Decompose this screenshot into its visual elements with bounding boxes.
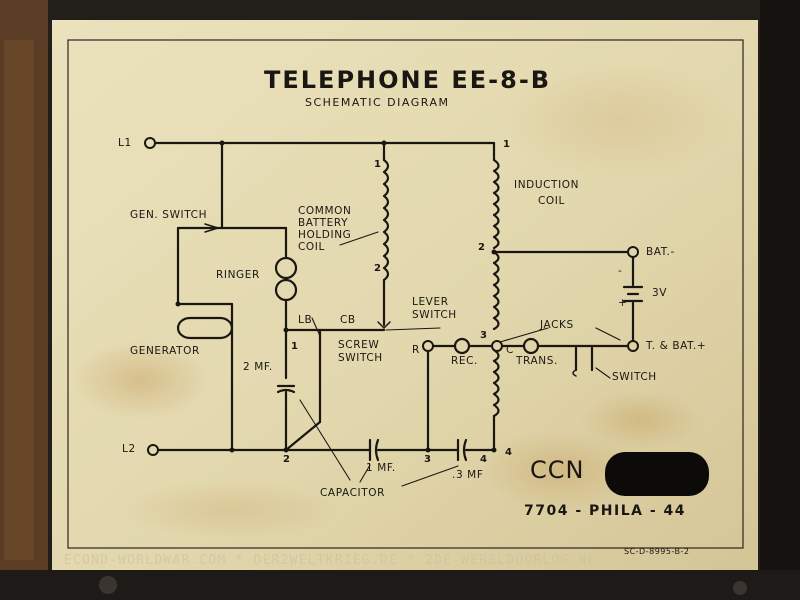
- label-3v: 3V: [652, 287, 668, 299]
- label-holding-coil-4: COIL: [298, 241, 325, 253]
- holding-coil: [377, 158, 391, 329]
- plate-code: 7704 - PHILA - 44: [524, 503, 687, 519]
- junction-dots: [175, 140, 497, 453]
- battery-circuit: [492, 246, 644, 352]
- label-cb: CB: [340, 314, 356, 326]
- label-lever-switch-1: LEVER: [412, 296, 449, 308]
- gen-switch: [176, 223, 288, 306]
- label-induction-coil-2: COIL: [538, 195, 565, 207]
- ringer: [274, 226, 298, 380]
- generator: [176, 302, 234, 452]
- induction-coil: [492, 141, 500, 452]
- terminal-1-holding: 1: [374, 159, 382, 170]
- screw-switch: [284, 328, 386, 452]
- terminal-1-capacitor: 1: [291, 341, 299, 352]
- label-switch: SWITCH: [612, 371, 657, 383]
- label-jacks: JACKS: [540, 319, 574, 331]
- label-bat-minus: BAT.-: [646, 246, 675, 258]
- label-induction-coil-1: INDUCTION: [514, 179, 580, 191]
- label-minus: -: [618, 265, 623, 277]
- label-c: C: [506, 344, 514, 356]
- plate-ccn: CCN: [530, 456, 585, 484]
- label-cap-1mf: 1 MF.: [366, 462, 396, 474]
- watermark: ECOND-WORLDWAR.COM * DER2WELTKRIEG.DE * …: [64, 553, 597, 568]
- plate-cutout: [605, 452, 709, 496]
- line-l2-bus: [147, 438, 496, 462]
- line-l1-bus: [144, 137, 496, 230]
- label-r: R: [412, 344, 420, 356]
- label-cap-3mf: .3 MF: [452, 469, 484, 481]
- plate-part-number: SC-D-8995-B-2: [624, 547, 690, 556]
- label-generator: GENERATOR: [130, 345, 200, 357]
- terminal-2-l2: 2: [283, 454, 291, 465]
- plate-subtitle: SCHEMATIC DIAGRAM: [305, 96, 450, 109]
- terminal-3-induction: 3: [480, 330, 488, 341]
- plate-border: [67, 39, 744, 549]
- terminal-2-induction: 2: [478, 242, 486, 253]
- terminal-1-induction: 1: [503, 139, 511, 150]
- label-screw-switch-2: SWITCH: [338, 352, 383, 364]
- label-t-bat: T. & BAT.+: [646, 340, 707, 352]
- label-gen-switch: GEN. SWITCH: [130, 209, 208, 221]
- plate-title: TELEPHONE EE-8-B: [264, 66, 552, 94]
- terminal-3-l2: 3: [424, 454, 432, 465]
- label-ringer: RINGER: [216, 269, 260, 281]
- label-l1: L1: [118, 137, 132, 149]
- terminal-2-holding: 2: [374, 263, 382, 274]
- label-rec: REC.: [451, 355, 478, 367]
- label-plus: +: [618, 297, 628, 309]
- label-capacitor: CAPACITOR: [320, 487, 385, 499]
- label-holding-coil-2: BATTERY: [298, 217, 349, 229]
- capacitor-2mf: [276, 384, 296, 452]
- label-screw-switch-1: SCREW: [338, 339, 380, 351]
- label-trans: TRANS.: [516, 355, 558, 367]
- label-holding-coil-1: COMMON: [298, 205, 352, 217]
- label-holding-coil-3: HOLDING: [298, 229, 352, 241]
- label-lb: LB: [298, 314, 313, 326]
- label-l2: L2: [122, 443, 136, 455]
- terminal-4-induction: 4: [505, 447, 513, 458]
- terminal-4-l2: 4: [480, 454, 488, 465]
- label-leaders: [299, 231, 621, 487]
- handset-circuit: [422, 337, 630, 452]
- label-cap-2mf: 2 MF.: [243, 361, 273, 373]
- label-lever-switch-2: SWITCH: [412, 309, 457, 321]
